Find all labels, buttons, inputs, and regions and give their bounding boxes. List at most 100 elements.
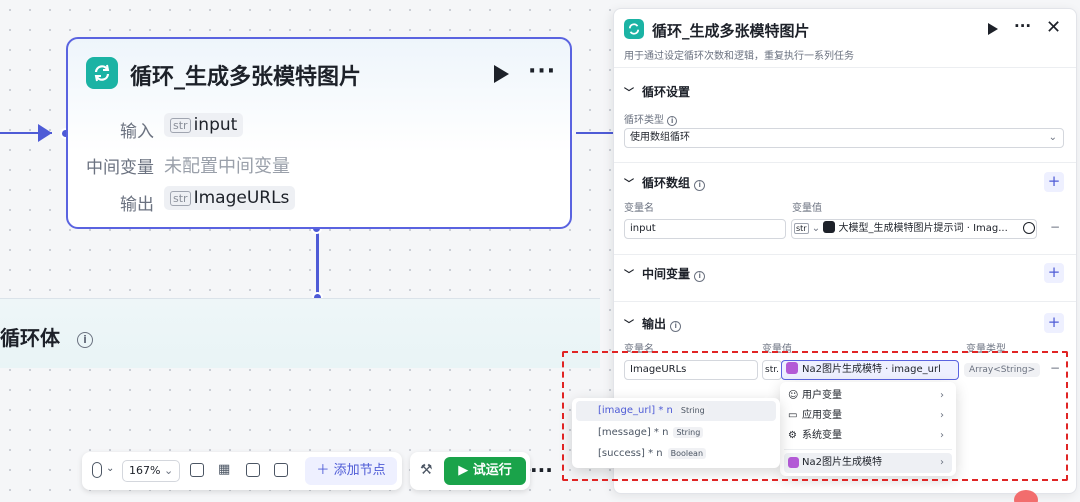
divider xyxy=(784,449,952,450)
source-label: 应用变量 xyxy=(802,410,842,421)
output-var-type-badge: Array<String> xyxy=(964,363,1041,377)
add-output-var-button[interactable]: + xyxy=(1044,313,1064,333)
mid-var-value: 未配置中间变量 xyxy=(164,156,290,177)
node-title: 循环_生成多张模特图片 xyxy=(130,65,362,90)
output-var-name-input[interactable]: ImageURLs xyxy=(624,360,758,380)
info-icon[interactable]: i xyxy=(76,332,93,348)
section-title: 循环数组 xyxy=(642,176,691,190)
col-var-value: 变量值 xyxy=(762,344,792,355)
add-mid-var-button[interactable]: + xyxy=(1044,263,1064,283)
panel-description: 用于通过设定循环次数和逻辑，重复执行一系列任务 xyxy=(624,51,854,62)
play-icon[interactable] xyxy=(988,23,998,35)
chevron-down-icon: ﹀ xyxy=(624,88,634,99)
field-label: [message] * n xyxy=(598,427,669,438)
info-icon[interactable]: i xyxy=(694,180,706,191)
col-var-name: 变量名 xyxy=(624,203,654,214)
canvas-toolbar: ⌄ 167% ⌄ ▦ ＋ 添加节点 xyxy=(82,452,402,490)
loop-type-label: 循环类型 i xyxy=(624,111,678,126)
chevron-down-icon: ﹀ xyxy=(624,270,634,281)
node-icon xyxy=(788,457,799,468)
minimap-icon[interactable] xyxy=(274,463,288,477)
chevron-down-icon: ⌄ xyxy=(1048,132,1057,143)
wrench-icon[interactable]: ⚒ xyxy=(420,462,433,478)
section-loop-array[interactable]: ﹀循环数组 i xyxy=(624,174,706,191)
section-output[interactable]: ﹀输出 i xyxy=(624,315,682,332)
divider xyxy=(614,162,1076,163)
add-node-button[interactable]: ＋ 添加节点 xyxy=(305,457,397,485)
field-label: [image_url] * n xyxy=(598,405,673,416)
chevron-right-icon: › xyxy=(940,390,944,401)
grid-icon[interactable]: ▦ xyxy=(218,462,231,477)
folder-icon: ▭ xyxy=(788,410,798,421)
remove-array-var-button[interactable]: − xyxy=(1050,220,1061,234)
section-mid-vars[interactable]: ﹀中间变量 i xyxy=(624,265,706,282)
chevron-down-icon: ⌄ xyxy=(811,223,821,234)
settings-circle-icon[interactable] xyxy=(1023,222,1035,234)
chevron-right-icon: › xyxy=(940,457,944,468)
edge-in xyxy=(0,132,52,134)
source-app-vars[interactable]: ▭ 应用变量 › xyxy=(784,406,952,426)
llm-icon xyxy=(823,221,836,233)
array-var-value-select[interactable]: str ⌄ 大模型_生成模特图片提示词 · Imag... xyxy=(791,219,1037,239)
divider xyxy=(614,67,1076,68)
col-var-value: 变量值 xyxy=(792,203,822,214)
mouse-icon[interactable] xyxy=(92,462,102,478)
chevron-down-icon[interactable]: ⌄ xyxy=(106,463,115,474)
chevron-right-icon: › xyxy=(940,410,944,421)
section-title: 输出 xyxy=(642,317,667,331)
more-icon[interactable]: ··· xyxy=(1014,17,1032,35)
source-node-image-gen[interactable]: Na2图片生成模特› xyxy=(784,453,952,473)
output-chip: str ImageURLs xyxy=(164,186,296,210)
chevron-right-icon: › xyxy=(940,430,944,441)
remove-output-var-button[interactable]: − xyxy=(1050,361,1061,375)
field-type: Boolean xyxy=(667,448,707,459)
zoom-value: 167% xyxy=(129,464,161,477)
field-type: String xyxy=(677,405,708,416)
user-icon: ☺ xyxy=(788,390,799,401)
edge-out xyxy=(576,132,616,134)
play-icon[interactable] xyxy=(494,65,509,83)
more-icon[interactable]: ··· xyxy=(528,59,557,84)
edge-arrow-icon xyxy=(38,124,52,142)
str-tag: str xyxy=(794,223,809,234)
loop-body-area[interactable] xyxy=(0,298,600,368)
output-var-type-tag[interactable]: str. xyxy=(762,360,782,380)
str-tag: str xyxy=(170,190,191,206)
section-title: 循环设置 xyxy=(642,85,691,99)
divider xyxy=(614,254,1076,255)
info-icon[interactable]: i xyxy=(667,116,678,126)
info-icon[interactable]: i xyxy=(694,271,706,282)
gear-icon: ⚙ xyxy=(788,430,797,441)
field-label: [success] * n xyxy=(598,448,663,459)
image-icon[interactable] xyxy=(246,463,260,477)
panel-title: 循环_生成多张模特图片 xyxy=(652,22,810,40)
source-label: 系统变量 xyxy=(802,430,842,441)
comment-icon[interactable] xyxy=(190,463,204,477)
zoom-select[interactable]: 167% ⌄ xyxy=(122,460,180,482)
add-node-label: 添加节点 xyxy=(333,463,386,478)
toolbar-more-icon[interactable]: ··· xyxy=(530,458,553,482)
loop-node[interactable]: 循环_生成多张模特图片 ··· 输入 str input 中间变量 未配置中间变… xyxy=(66,37,572,229)
mid-var-label: 中间变量 xyxy=(86,158,154,178)
array-var-name-input[interactable]: input xyxy=(624,219,786,239)
input-label: 输入 xyxy=(120,122,154,142)
loop-type-select[interactable]: 使用数组循环 ⌄ xyxy=(624,128,1064,148)
output-var-value: Na2图片生成模特 · image_url xyxy=(802,364,941,375)
mascot-avatar xyxy=(1014,490,1038,502)
field-success[interactable]: [success] * n Boolean xyxy=(576,444,776,464)
close-icon[interactable]: ✕ xyxy=(1046,17,1062,38)
source-user-vars[interactable]: ☺ 用户变量› xyxy=(784,386,952,406)
info-icon[interactable]: i xyxy=(670,321,682,332)
field-image-url[interactable]: [image_url] * n String xyxy=(576,401,776,421)
output-var-value-select[interactable]: Na2图片生成模特 · image_url xyxy=(781,360,959,380)
add-array-var-button[interactable]: + xyxy=(1044,172,1064,192)
loop-body-title-text: 循环体 xyxy=(0,326,60,350)
section-loop-settings[interactable]: ﹀ 循环设置 xyxy=(624,83,690,100)
array-var-value: 大模型_生成模特图片提示词 · Imag... xyxy=(838,223,1008,234)
loop-type-value: 使用数组循环 xyxy=(630,132,690,143)
test-run-button[interactable]: ▶ 试运行 xyxy=(444,457,526,485)
input-value: input xyxy=(193,115,238,135)
source-system-vars[interactable]: ⚙ 系统变量 › xyxy=(784,426,952,446)
